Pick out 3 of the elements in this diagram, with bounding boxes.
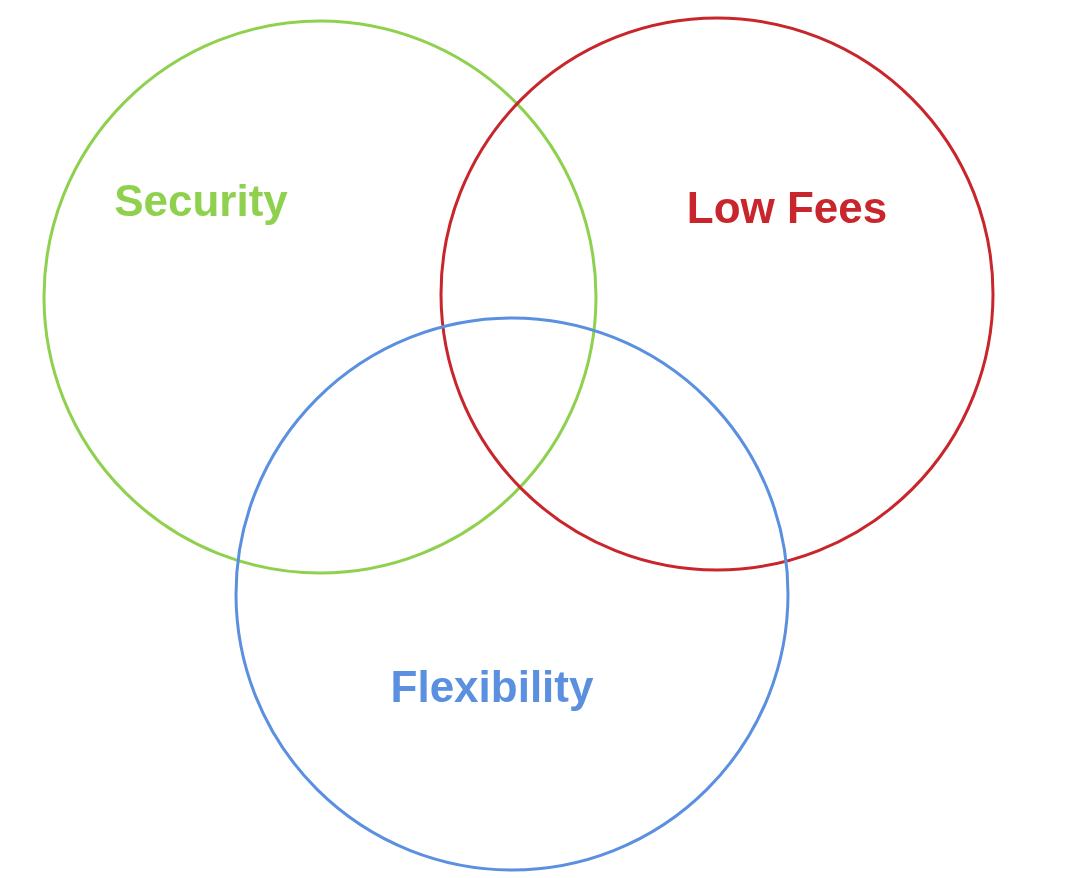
circle-label: Security xyxy=(114,179,288,223)
circle-label: Low Fees xyxy=(686,186,888,230)
circle-label: Flexibility xyxy=(390,665,594,709)
